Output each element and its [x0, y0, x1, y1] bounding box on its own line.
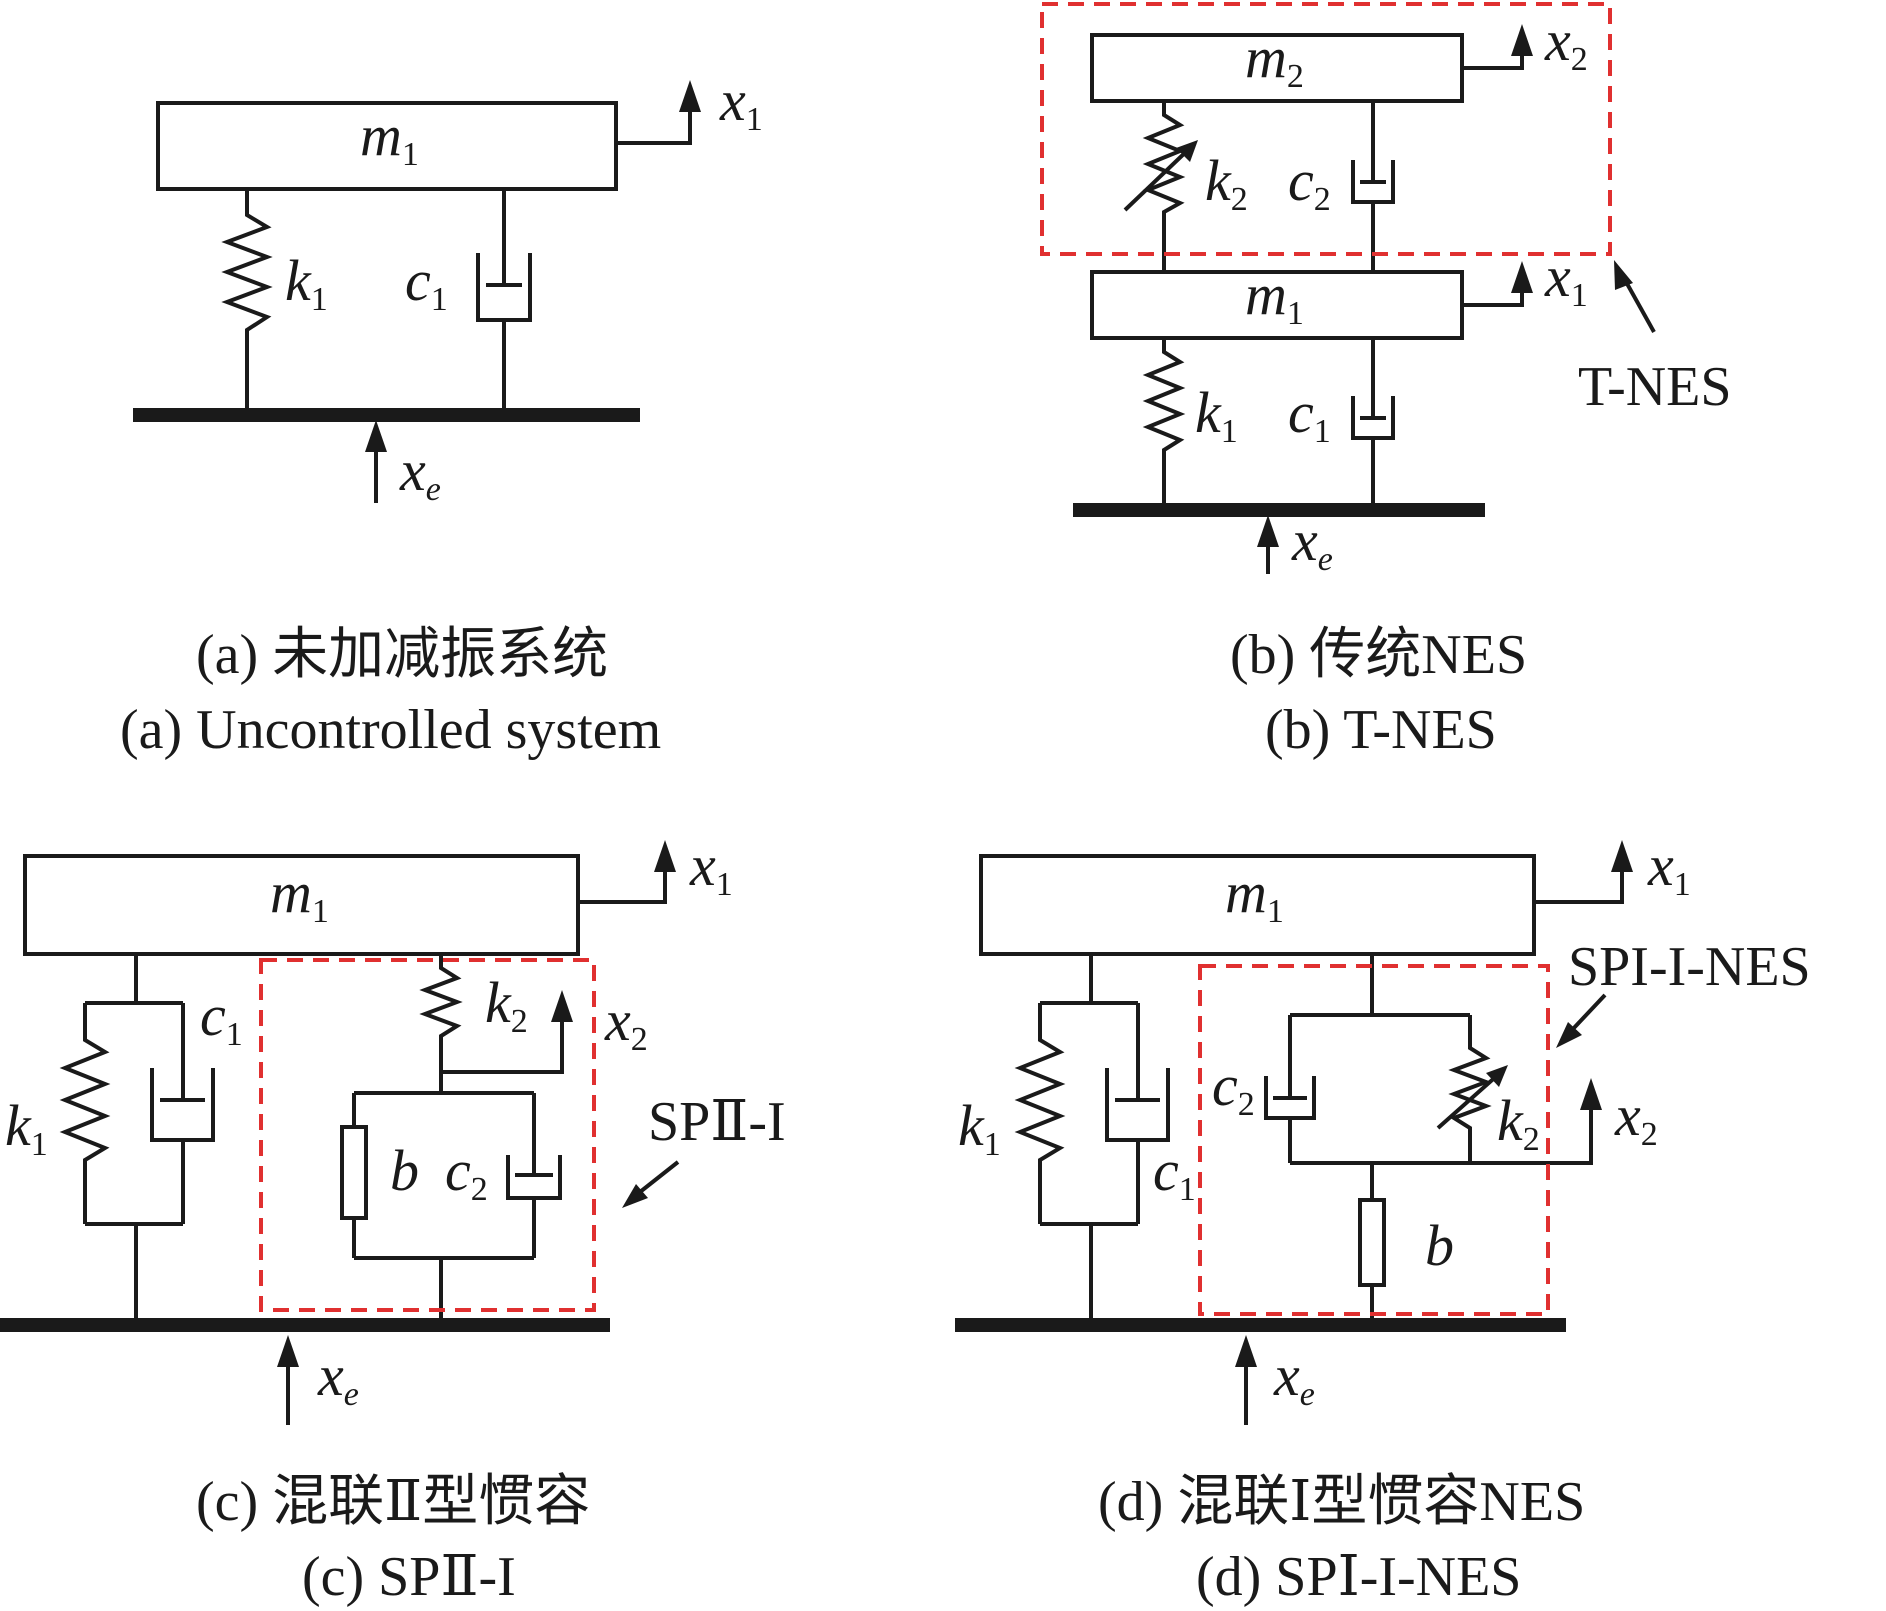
inerter-b-d	[1358, 1198, 1386, 1287]
spring-k2-b	[1142, 101, 1186, 272]
tag-pointer-head-b	[1614, 260, 1633, 290]
panel-a: m1 x1 k1 c1 xe (a) 未加减振系统 (a) Uncontroll…	[120, 68, 763, 761]
tag-pointer-line-d	[1570, 993, 1607, 1032]
caption-c-en: (c) SPⅡ-I	[302, 1546, 516, 1608]
panel-b: m2 x2 k2 c2 m1 x1 k1 c1 xe	[1040, 2, 1732, 761]
x1-arrowhead-c	[654, 840, 676, 872]
label-k2-b: k2	[1205, 148, 1248, 218]
label-xe-a: xe	[399, 438, 441, 508]
tag-sp2i-c: SPⅡ-I	[648, 1091, 786, 1153]
x2-arrow-line-d	[1470, 1098, 1593, 1165]
label-xe-d: xe	[1273, 1343, 1315, 1413]
x2-arrowhead-b	[1511, 24, 1533, 56]
highlight-box-d	[1198, 964, 1550, 1316]
label-c2-b: c2	[1288, 148, 1331, 218]
caption-a-en: (a) Uncontrolled system	[120, 699, 661, 761]
caption-b-en: (b) T-NES	[1265, 699, 1497, 761]
x2-arrow-line-c	[441, 1010, 564, 1074]
highlight-box-b	[1040, 2, 1612, 256]
label-m1-d: m1	[1225, 860, 1284, 930]
tag-pointer-head-c	[622, 1184, 648, 1208]
label-c1-a: c1	[405, 248, 448, 318]
label-x1-c: x1	[689, 833, 733, 903]
mass-m1-b	[1090, 270, 1464, 340]
xe-arrowhead-b	[1257, 515, 1279, 547]
label-k2-d: k2	[1497, 1088, 1540, 1158]
x2-arrow-line-b	[1462, 45, 1524, 70]
label-x2-b: x2	[1544, 8, 1588, 78]
x2-arrowhead-c	[551, 990, 573, 1022]
spring-k1-c	[59, 1003, 111, 1224]
caption-a-cn: (a) 未加减振系统	[196, 624, 608, 686]
label-m1-c: m1	[270, 860, 329, 930]
spring-k2-d	[1448, 1015, 1492, 1163]
tag-tnes-b: T-NES	[1578, 356, 1732, 418]
caption-c-cn: (c) 混联Ⅱ型惯容	[196, 1471, 590, 1533]
label-m1-b: m1	[1245, 262, 1304, 332]
label-m1-a: m1	[360, 103, 419, 173]
x2-arrowhead-d	[1580, 1078, 1602, 1110]
panel-c: m1 x1 k1 c1 k2 x2 b c2	[0, 833, 786, 1608]
label-x1-d: x1	[1647, 833, 1691, 903]
xe-arrowhead-c	[277, 1335, 299, 1367]
x1-arrow-line-c	[578, 860, 667, 904]
label-k1-c: k1	[5, 1093, 48, 1163]
label-m2-b: m2	[1245, 25, 1304, 95]
spring-k1-d	[1014, 1003, 1066, 1224]
x1-arrowhead-b	[1511, 261, 1533, 293]
caption-b-cn: (b) 传统NES	[1230, 624, 1527, 686]
spring-k2-variable-arrowhead-d	[1486, 1065, 1508, 1087]
xe-arrowhead-d	[1235, 1335, 1257, 1367]
tag-pointer-line-c	[638, 1160, 680, 1194]
tag-pointer-head-d	[1556, 1022, 1582, 1048]
spring-k1-a	[221, 189, 273, 415]
x1-arrow-line-b	[1462, 282, 1524, 307]
x1-arrowhead-d	[1611, 840, 1633, 872]
inerter-b-c	[340, 1125, 368, 1220]
label-b-d: b	[1425, 1213, 1454, 1278]
label-x2-d: x2	[1614, 1083, 1658, 1153]
mass-m2-b	[1090, 33, 1464, 103]
xe-arrowhead-a	[365, 420, 387, 452]
spring-k2-c	[419, 954, 463, 1093]
mass-m1-c	[23, 854, 580, 956]
x1-arrow-line-a	[616, 100, 692, 145]
label-c2-d: c2	[1212, 1053, 1255, 1123]
label-c1-d: c1	[1153, 1138, 1196, 1208]
label-x2-c: x2	[604, 988, 648, 1058]
spring-k2-variable-arrow-d	[1436, 1071, 1502, 1130]
spring-k2-variable-arrowhead-b	[1176, 140, 1198, 162]
label-xe-c: xe	[317, 1343, 359, 1413]
spring-k1-b	[1142, 338, 1186, 510]
label-xe-b: xe	[1291, 508, 1333, 578]
spring-k2-variable-arrow-b	[1123, 146, 1192, 212]
label-x1-a: x1	[719, 68, 763, 138]
label-k1-a: k1	[285, 248, 328, 318]
label-k2-c: k2	[485, 970, 528, 1040]
label-k1-b: k1	[1195, 380, 1238, 450]
label-c1-b: c1	[1288, 380, 1331, 450]
caption-d-cn: (d) 混联Ⅰ型惯容NES	[1098, 1471, 1585, 1533]
tag-pointer-line-b	[1623, 279, 1656, 333]
panel-d: m1 x1 k1 c1 c2 k2 x2 b	[955, 833, 1811, 1608]
label-b-c: b	[390, 1138, 419, 1203]
tag-spi-i-nes-d: SPI-I-NES	[1568, 936, 1811, 998]
x1-arrowhead-a	[679, 80, 701, 112]
mass-m1-d	[979, 854, 1536, 956]
mass-m1-a	[156, 101, 618, 191]
caption-d-en: (d) SPⅠ-I-NES	[1196, 1546, 1521, 1608]
label-c1-c: c1	[200, 983, 243, 1053]
label-c2-c: c2	[445, 1138, 488, 1208]
x1-arrow-line-d	[1534, 860, 1624, 904]
highlight-box-c	[259, 958, 596, 1312]
label-k1-d: k1	[958, 1093, 1001, 1163]
